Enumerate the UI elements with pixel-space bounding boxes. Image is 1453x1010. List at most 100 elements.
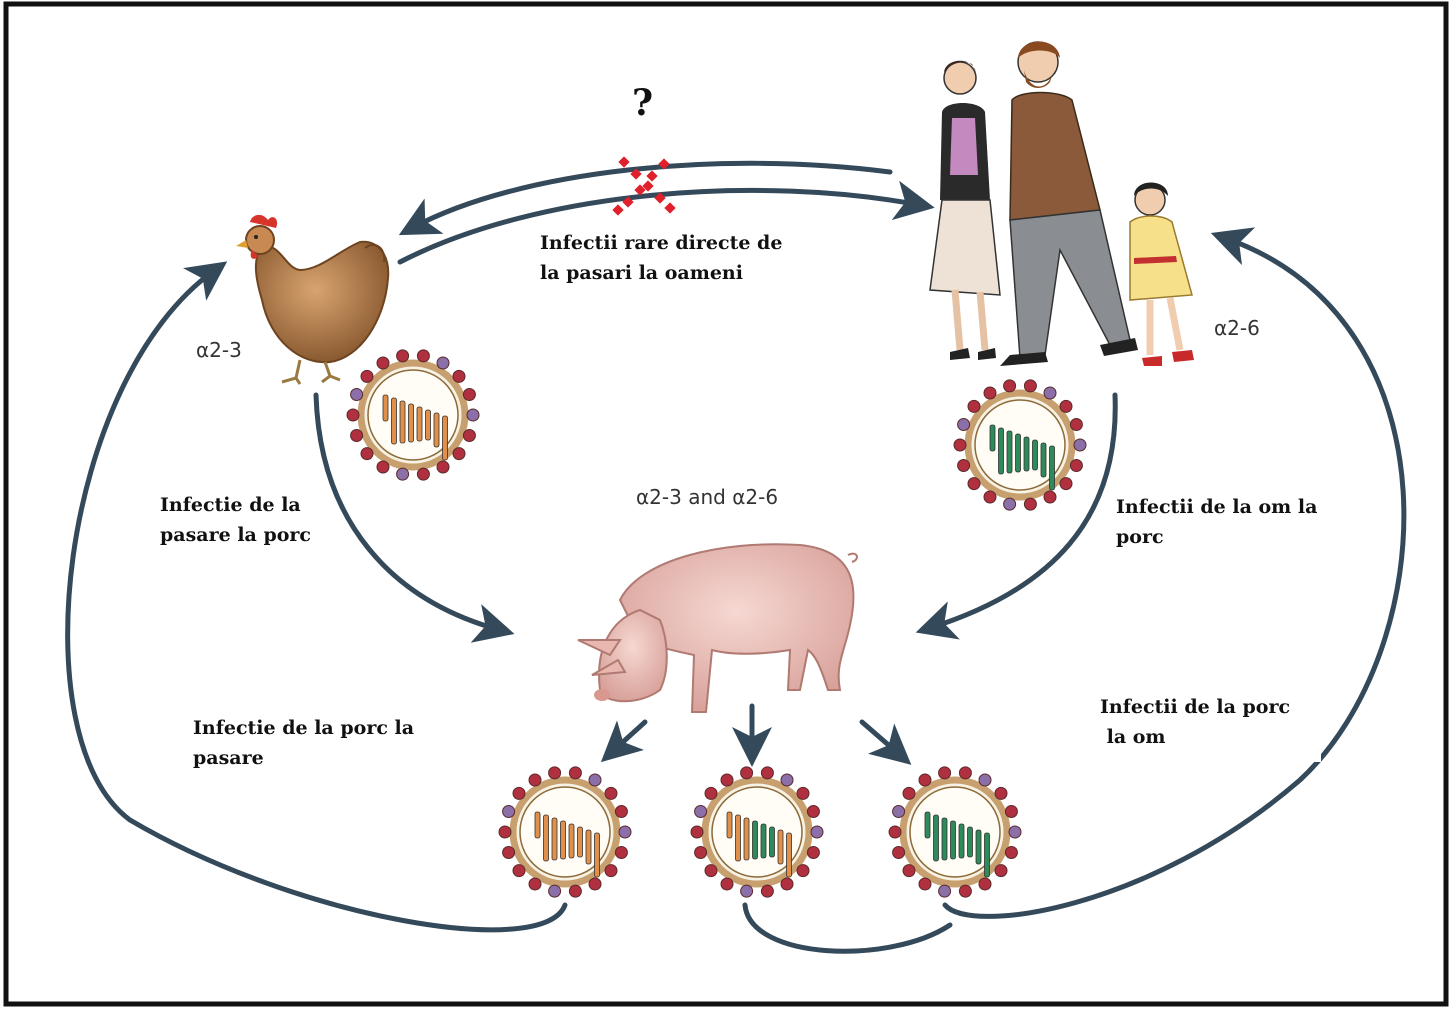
virus-genome-segment — [382, 394, 389, 422]
virus-surface-bead — [918, 773, 932, 787]
virus-surface-bead — [436, 356, 450, 370]
virus-bird — [346, 349, 480, 481]
virus-surface-bead — [780, 877, 794, 891]
pig-illustration — [577, 543, 858, 713]
virus-surface-bead — [892, 846, 906, 859]
virus-surface-bead — [978, 773, 992, 787]
virus-surface-bead — [958, 884, 972, 898]
virus-genome-segment — [998, 427, 1004, 475]
arrow-pig-to-bird — [65, 261, 568, 933]
virus-surface-bead — [720, 877, 734, 891]
virus-genome-segment — [967, 826, 973, 858]
virus-surface-bead — [604, 864, 618, 878]
blocked-transmission-mark — [612, 156, 676, 216]
virus-surface-bead — [1059, 477, 1073, 491]
virus-surface-bead — [436, 460, 450, 474]
virus-surface-bead — [994, 786, 1008, 800]
virus-genome-segment — [958, 823, 965, 859]
virus-surface-bead — [604, 786, 618, 800]
virus-surface-bead — [953, 438, 967, 452]
virus-surface-bead — [416, 349, 430, 363]
virus-genome-segment — [1049, 445, 1055, 491]
arrow-pig-to-human — [942, 227, 1407, 919]
virus-surface-bead — [1043, 386, 1057, 400]
virus-surface-bead — [1023, 379, 1037, 393]
arrow-gap — [1303, 722, 1321, 762]
virus-surface-bead — [346, 408, 360, 422]
virus-surface-bead — [396, 467, 410, 481]
virus-reassortant-mixed — [690, 766, 824, 898]
virus-surface-bead — [1004, 805, 1018, 818]
virus-surface-bead — [810, 825, 824, 839]
virus-surface-bead — [462, 388, 476, 401]
virus-surface-bead — [967, 399, 981, 413]
virus-surface-bead — [918, 877, 932, 891]
virus-genome-segment — [924, 811, 931, 839]
virus-surface-bead — [780, 773, 794, 787]
virus-genome-segment — [1023, 436, 1030, 472]
virus-genome-segment — [408, 403, 414, 443]
virus-surface-bead — [1059, 399, 1073, 413]
virus-genome-segment — [726, 811, 733, 839]
receptor-pig: α2-3 and α2-6 — [636, 485, 779, 509]
virus-genome-segment — [425, 409, 431, 441]
virus-genome-segment — [769, 826, 775, 858]
virus-reassortant-human-like — [888, 766, 1022, 898]
virus-genome-segment — [560, 820, 566, 860]
virus-surface-bead — [938, 766, 952, 780]
virus-surface-bead — [502, 846, 516, 859]
virus-surface-bead — [360, 447, 374, 461]
virus-surface-bead — [466, 408, 480, 422]
virus-genome-segment — [743, 817, 750, 861]
virus-surface-bead — [1008, 825, 1022, 839]
virus-surface-bead — [452, 447, 466, 461]
virus-surface-bead — [983, 490, 997, 504]
receptor-human: α2-6 — [1214, 316, 1260, 340]
virus-genome-segment — [760, 823, 767, 859]
virus-surface-bead — [760, 766, 774, 780]
virus-surface-bead — [528, 773, 542, 787]
virus-genome-segment — [1015, 433, 1021, 473]
virus-surface-bead — [376, 356, 390, 370]
virus-surface-bead — [1003, 497, 1017, 511]
virus-surface-bead — [806, 805, 820, 818]
virus-genome-segment — [1006, 430, 1013, 474]
virus-genome-segment — [1040, 442, 1047, 478]
virus-surface-bead — [690, 825, 704, 839]
virus-genome-segment — [1032, 439, 1038, 471]
arrow-human-to-bird — [398, 160, 893, 236]
virus-surface-bead — [360, 369, 374, 383]
virus-genome-segment — [984, 832, 990, 878]
virus-genome-segment — [933, 814, 939, 862]
virus-genome-segment — [416, 406, 423, 442]
virus-surface-bead — [452, 369, 466, 383]
human-family-illustration — [929, 41, 1194, 366]
virus-surface-bead — [376, 460, 390, 474]
virus-surface-bead — [548, 766, 562, 780]
virus-genome-segment — [534, 811, 541, 839]
virus-surface-bead — [902, 786, 916, 800]
virus-surface-bead — [588, 877, 602, 891]
virus-surface-bead — [983, 386, 997, 400]
virus-surface-bead — [740, 766, 754, 780]
virus-surface-bead — [568, 884, 582, 898]
virus-surface-bead — [462, 429, 476, 442]
virus-genome-segment — [989, 424, 996, 452]
virus-surface-bead — [967, 477, 981, 491]
label-pig-to-bird: Infectie de la porc la pasare — [193, 717, 415, 769]
arrow-pig-to-virus-left — [600, 719, 648, 763]
arrow-bird-to-pig — [313, 392, 515, 643]
virus-surface-bead — [618, 825, 632, 839]
virus-surface-bead — [994, 864, 1008, 878]
virus-surface-bead — [588, 773, 602, 787]
arrow-pig-to-virus-right — [859, 719, 912, 765]
virus-surface-bead — [614, 805, 628, 818]
virus-surface-bead — [957, 418, 971, 431]
virus-genome-segment — [777, 829, 784, 865]
virus-surface-bead — [796, 786, 810, 800]
virus-surface-bead — [416, 467, 430, 481]
virus-genome-segment — [786, 832, 792, 878]
virus-surface-bead — [548, 884, 562, 898]
